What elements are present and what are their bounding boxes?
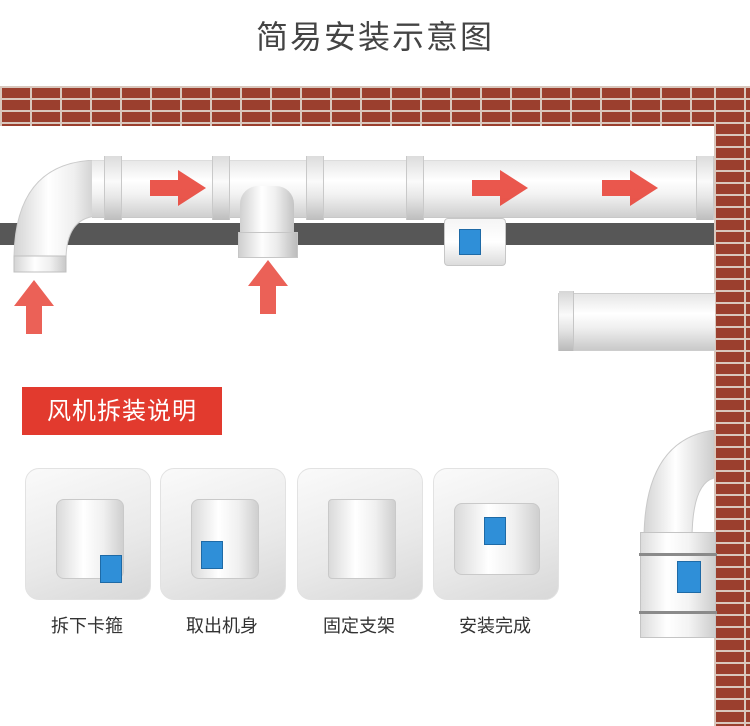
up-arrow-icon [14,280,54,334]
right-arrow-icon [602,170,658,206]
brick-wall-top [0,86,750,126]
step-image-complete [433,468,559,600]
fan-label-sticker [459,229,481,255]
tee-collar [238,232,298,258]
step-label: 固定支架 [323,616,395,637]
step-label: 拆下卡箍 [51,616,123,637]
fan-elbow-pipe [643,430,714,540]
fan-label-sticker [201,541,223,569]
mounted-fan-unit [639,532,717,638]
pipe-joint [696,156,714,220]
up-arrow-icon [248,260,288,314]
pipe-ring [559,291,574,351]
brick-wall-right [714,86,750,726]
ceiling-beam [0,223,714,245]
fan-label-sticker [484,517,506,545]
pipe-joint [306,156,324,220]
elbow-pipe [13,160,101,273]
step-label: 安装完成 [459,616,531,637]
exhaust-pipe-stub [558,291,715,351]
pipe-joint [406,156,424,220]
fan-clamp [639,611,717,614]
right-arrow-icon [150,170,206,206]
step-image-remove-clamp [25,468,151,600]
pipe-joint [212,156,230,220]
step-label: 取出机身 [186,616,258,637]
fan-bracket [328,499,396,579]
step-image-fix-bracket [297,468,423,600]
pipe-joint [104,156,122,220]
page-title: 简易安装示意图 [255,18,494,56]
step-image-remove-body [160,468,286,600]
fan-clamp [639,553,717,556]
fan-label-sticker [100,555,122,583]
right-arrow-icon [472,170,528,206]
inline-duct-fan [444,218,506,266]
fan-label-sticker [677,561,701,593]
section-heading: 风机拆装说明 [22,387,222,435]
